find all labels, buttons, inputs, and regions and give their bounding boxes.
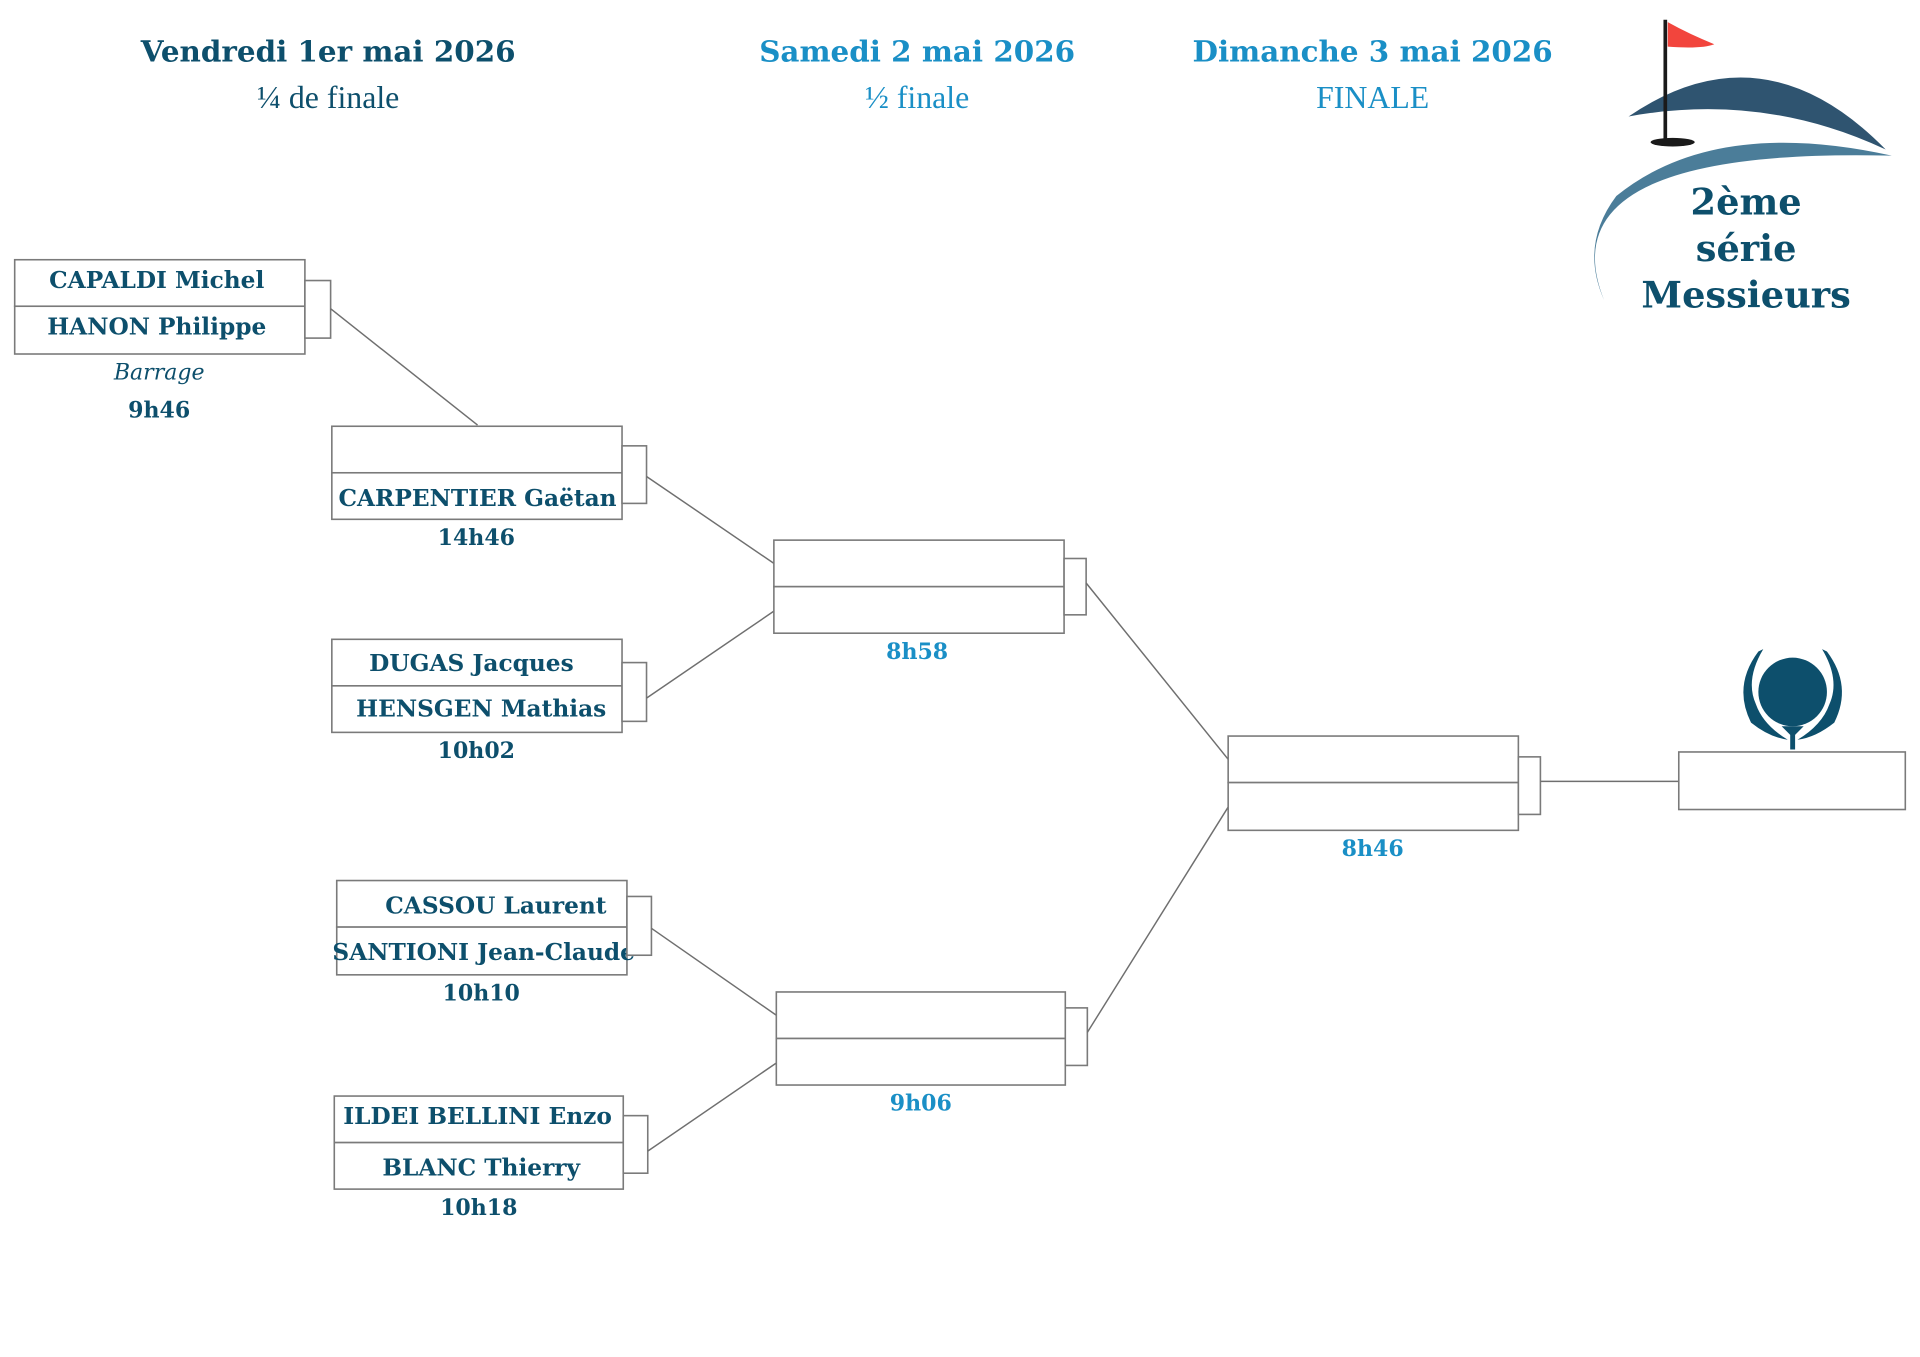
bracket-connector — [626, 895, 653, 957]
player-name: CAPALDI Michel — [49, 267, 264, 294]
match-time: 14h46 — [438, 525, 515, 551]
player-slot — [775, 991, 1067, 1040]
match-time: 9h46 — [128, 398, 190, 424]
match-final: 8h46 — [1227, 735, 1679, 862]
match-qf1: CARPENTIER Gaëtan 14h46 — [331, 425, 775, 565]
trophy-golf-ball-icon — [1743, 649, 1842, 750]
player-slot — [331, 638, 623, 687]
player-slot — [1227, 781, 1520, 832]
player-slot — [331, 425, 623, 474]
match-barrage: CAPALDI Michel HANON Philippe Barrage 9h… — [13, 258, 479, 426]
bracket-line — [646, 610, 775, 699]
round-2-date: Samedi 2 mai 2026 — [759, 33, 1075, 68]
golf-hole-icon — [1650, 137, 1695, 147]
bracket-line — [1086, 806, 1229, 1033]
player-slot — [775, 1037, 1067, 1086]
round-3-date: Dimanche 3 mai 2026 — [1193, 33, 1553, 68]
player-name: CARPENTIER Gaëtan — [339, 485, 617, 512]
match-time: 8h46 — [1342, 836, 1404, 862]
round-2-stage: ½ finale — [865, 80, 969, 115]
player-slot — [773, 585, 1065, 634]
match-time: 10h18 — [440, 1195, 517, 1221]
match-time: 8h58 — [886, 639, 948, 665]
match-qf2: DUGAS Jacques HENSGEN Mathias 10h02 — [331, 610, 775, 764]
player-name: HANON Philippe — [47, 313, 266, 340]
player-slot — [333, 1095, 625, 1144]
bracket-connector — [304, 279, 332, 339]
player-slot — [331, 685, 623, 734]
winner-slot — [1677, 751, 1907, 811]
player-name: SANTIONI Jean-Claude — [332, 939, 635, 966]
winner — [1677, 649, 1907, 811]
player-slot — [773, 539, 1065, 588]
match-qf3: CASSOU Laurent SANTIONI Jean-Claude 10h1… — [332, 879, 777, 1016]
bracket-connector — [621, 661, 648, 723]
round-3-stage: FINALE — [1316, 80, 1429, 115]
player-name: BLANC Thierry — [382, 1155, 581, 1182]
flag-icon — [1667, 22, 1715, 48]
player-slot — [335, 926, 628, 976]
bracket-connector — [1063, 557, 1087, 616]
player-slot — [1227, 735, 1520, 784]
logo-text-line3: Messieurs — [1641, 273, 1850, 316]
player-name: CASSOU Laurent — [385, 893, 606, 920]
player-slot — [335, 879, 628, 928]
match-sf1: 8h58 — [773, 539, 1229, 760]
player-name: HENSGEN Mathias — [356, 695, 606, 722]
match-sf2: 9h06 — [775, 806, 1229, 1117]
bracket-line — [1085, 582, 1229, 760]
logo-text-line2: série — [1696, 227, 1797, 270]
match-time: 10h02 — [438, 738, 515, 764]
logo: 2ème série Messieurs — [1594, 19, 1892, 316]
bracket-line — [646, 475, 775, 565]
bracket-connector — [621, 445, 648, 505]
bracket-connector — [1064, 1007, 1089, 1067]
bracket-line — [330, 308, 479, 426]
logo-text-line1: 2ème — [1691, 180, 1802, 223]
bracket-line — [647, 1062, 777, 1152]
round-1-date: Vendredi 1er mai 2026 — [140, 33, 516, 68]
round-1-stage: ¼ de finale — [257, 80, 399, 115]
player-name: DUGAS Jacques — [369, 650, 573, 677]
player-name: ILDEI BELLINI Enzo — [343, 1103, 612, 1130]
bracket-connector — [1517, 756, 1542, 816]
bracket-line — [651, 927, 777, 1016]
match-qf4: ILDEI BELLINI Enzo BLANC Thierry 10h18 — [333, 1062, 777, 1221]
logo-wave-dark — [1628, 77, 1886, 150]
match-time: 9h06 — [890, 1091, 952, 1117]
player-slot — [13, 305, 306, 355]
bracket-connector — [622, 1114, 649, 1174]
match-time: 10h10 — [443, 981, 520, 1007]
match-note: Barrage — [113, 361, 205, 386]
player-slot — [333, 1141, 625, 1190]
